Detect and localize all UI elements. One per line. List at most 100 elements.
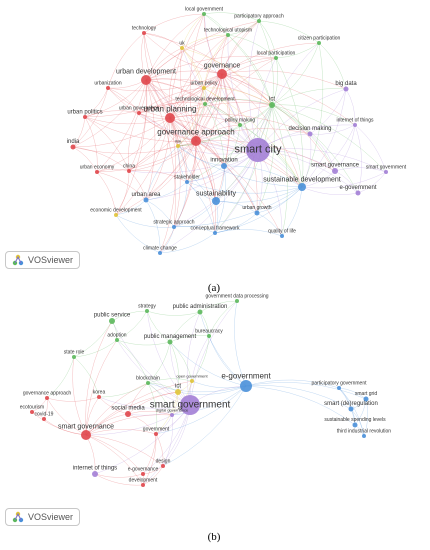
edge	[145, 79, 156, 201]
edge	[145, 79, 176, 228]
edge	[257, 42, 320, 151]
b-node-smart-government[interactable]	[180, 395, 200, 415]
a-node-policy-making[interactable]	[238, 123, 242, 127]
b-node-ecotourism[interactable]	[30, 410, 34, 414]
b-node-smart-governance[interactable]	[81, 430, 91, 440]
a-node-technological-development[interactable]	[203, 102, 207, 106]
a-node-urban-governance[interactable]	[137, 111, 141, 115]
edge	[128, 73, 223, 172]
b-node-state-role[interactable]	[72, 355, 76, 359]
edge	[143, 32, 171, 119]
a-node-urban-planning[interactable]	[165, 113, 175, 123]
edge	[107, 87, 140, 114]
edge	[334, 124, 356, 172]
a-node-technology[interactable]	[142, 31, 146, 35]
edge	[155, 433, 164, 467]
b-node-public-service[interactable]	[109, 318, 115, 324]
b-node-smart-grid[interactable]	[363, 396, 369, 402]
edge	[177, 104, 273, 147]
edge	[85, 391, 179, 436]
a-node-smart-city[interactable]	[246, 138, 270, 162]
a-node-sustainable-development[interactable]	[298, 183, 306, 191]
a-node-urbanization[interactable]	[106, 86, 110, 90]
b-label-digital-governance: digital governance	[156, 408, 189, 413]
a-node-local-government[interactable]	[202, 12, 206, 16]
b-node-blockchain[interactable]	[146, 381, 150, 385]
a-node-urban-policy[interactable]	[202, 86, 206, 90]
b-node-korea[interactable]	[97, 395, 101, 399]
a-node-decision-making[interactable]	[307, 131, 313, 137]
a-node-conceptual-framework[interactable]	[213, 231, 217, 235]
b-node-government[interactable]	[154, 432, 158, 436]
a-node-urban-growth[interactable]	[254, 210, 260, 216]
a-node-risk[interactable]	[176, 144, 180, 148]
a-node-strategic-approach[interactable]	[172, 225, 176, 229]
b-node-design[interactable]	[161, 464, 165, 468]
a-node-ict[interactable]	[269, 102, 275, 108]
b-node-e-governance[interactable]	[141, 472, 145, 476]
b-node-public-management[interactable]	[167, 339, 173, 345]
a-node-smart-governance[interactable]	[332, 168, 338, 174]
a-node-india[interactable]	[70, 144, 76, 150]
b-node-social-media[interactable]	[125, 411, 131, 417]
a-node-governance-approach[interactable]	[191, 136, 201, 146]
edge	[318, 42, 347, 90]
a-node-governance[interactable]	[217, 69, 227, 79]
a-node-technological-utopism[interactable]	[226, 33, 230, 37]
edge	[169, 341, 180, 393]
b-node-participatory-government[interactable]	[337, 386, 341, 390]
b-node-covid-19[interactable]	[42, 417, 46, 421]
edge	[191, 335, 210, 382]
a-node-internet-of-things[interactable]	[353, 123, 357, 127]
b-node-public-administration[interactable]	[197, 309, 203, 315]
b-node-government-data-processing[interactable]	[235, 299, 239, 303]
a-label-stakeholder: stakeholder	[174, 175, 200, 181]
edge	[214, 104, 273, 234]
a-node-climate-change[interactable]	[158, 251, 162, 255]
a-node-innovation[interactable]	[221, 163, 227, 169]
a-node-urban-economy[interactable]	[95, 170, 99, 174]
edge	[96, 171, 147, 201]
b-node-digital-governance[interactable]	[170, 413, 174, 417]
edge	[221, 73, 336, 172]
b-node-sustainable-spending-levels[interactable]	[352, 422, 358, 428]
edge	[107, 32, 145, 89]
a-node-quality-of-life[interactable]	[280, 234, 284, 238]
a-label-e-government: e-government	[339, 185, 376, 191]
edge	[181, 47, 273, 106]
b-node-third-industrial-revolution[interactable]	[362, 434, 366, 438]
b-node-open-government[interactable]	[190, 379, 194, 383]
a-node-big-data[interactable]	[343, 86, 349, 92]
a-node-e-government[interactable]	[355, 190, 361, 196]
edge	[115, 140, 197, 216]
b-node-governance-approach[interactable]	[45, 396, 49, 400]
b-node-bureaucracy[interactable]	[207, 334, 211, 338]
b-node-ict[interactable]	[175, 389, 181, 395]
b-node-e-government[interactable]	[240, 380, 252, 392]
b-node-adoption[interactable]	[115, 338, 119, 342]
a-node-urban-area[interactable]	[143, 197, 149, 203]
edge	[271, 88, 347, 106]
b-node-smart-de-regulation[interactable]	[348, 406, 354, 412]
b-node-development[interactable]	[141, 483, 145, 487]
edge	[271, 104, 303, 188]
a-node-stakeholder[interactable]	[185, 180, 189, 184]
a-label-uk: uk	[179, 41, 185, 47]
a-node-economic-development[interactable]	[114, 213, 118, 217]
a-node-china[interactable]	[127, 169, 131, 173]
edge	[169, 57, 277, 119]
a-node-sustainability[interactable]	[212, 197, 220, 205]
a-node-participatory-approach[interactable]	[257, 19, 261, 23]
a-node-urban-politics[interactable]	[83, 115, 87, 119]
b-node-strategy[interactable]	[145, 309, 149, 313]
a-label-technological-development: technological development	[175, 97, 235, 103]
a-node-smart-government[interactable]	[384, 170, 388, 174]
b-node-internet-of-things[interactable]	[92, 471, 98, 477]
edge	[203, 13, 223, 75]
edge	[116, 310, 148, 341]
a-node-uk[interactable]	[180, 46, 184, 50]
a-node-urban-development[interactable]	[141, 75, 151, 85]
a-node-local-participation[interactable]	[274, 56, 278, 60]
a-node-citizen-participation[interactable]	[317, 41, 321, 45]
edge	[173, 225, 216, 234]
